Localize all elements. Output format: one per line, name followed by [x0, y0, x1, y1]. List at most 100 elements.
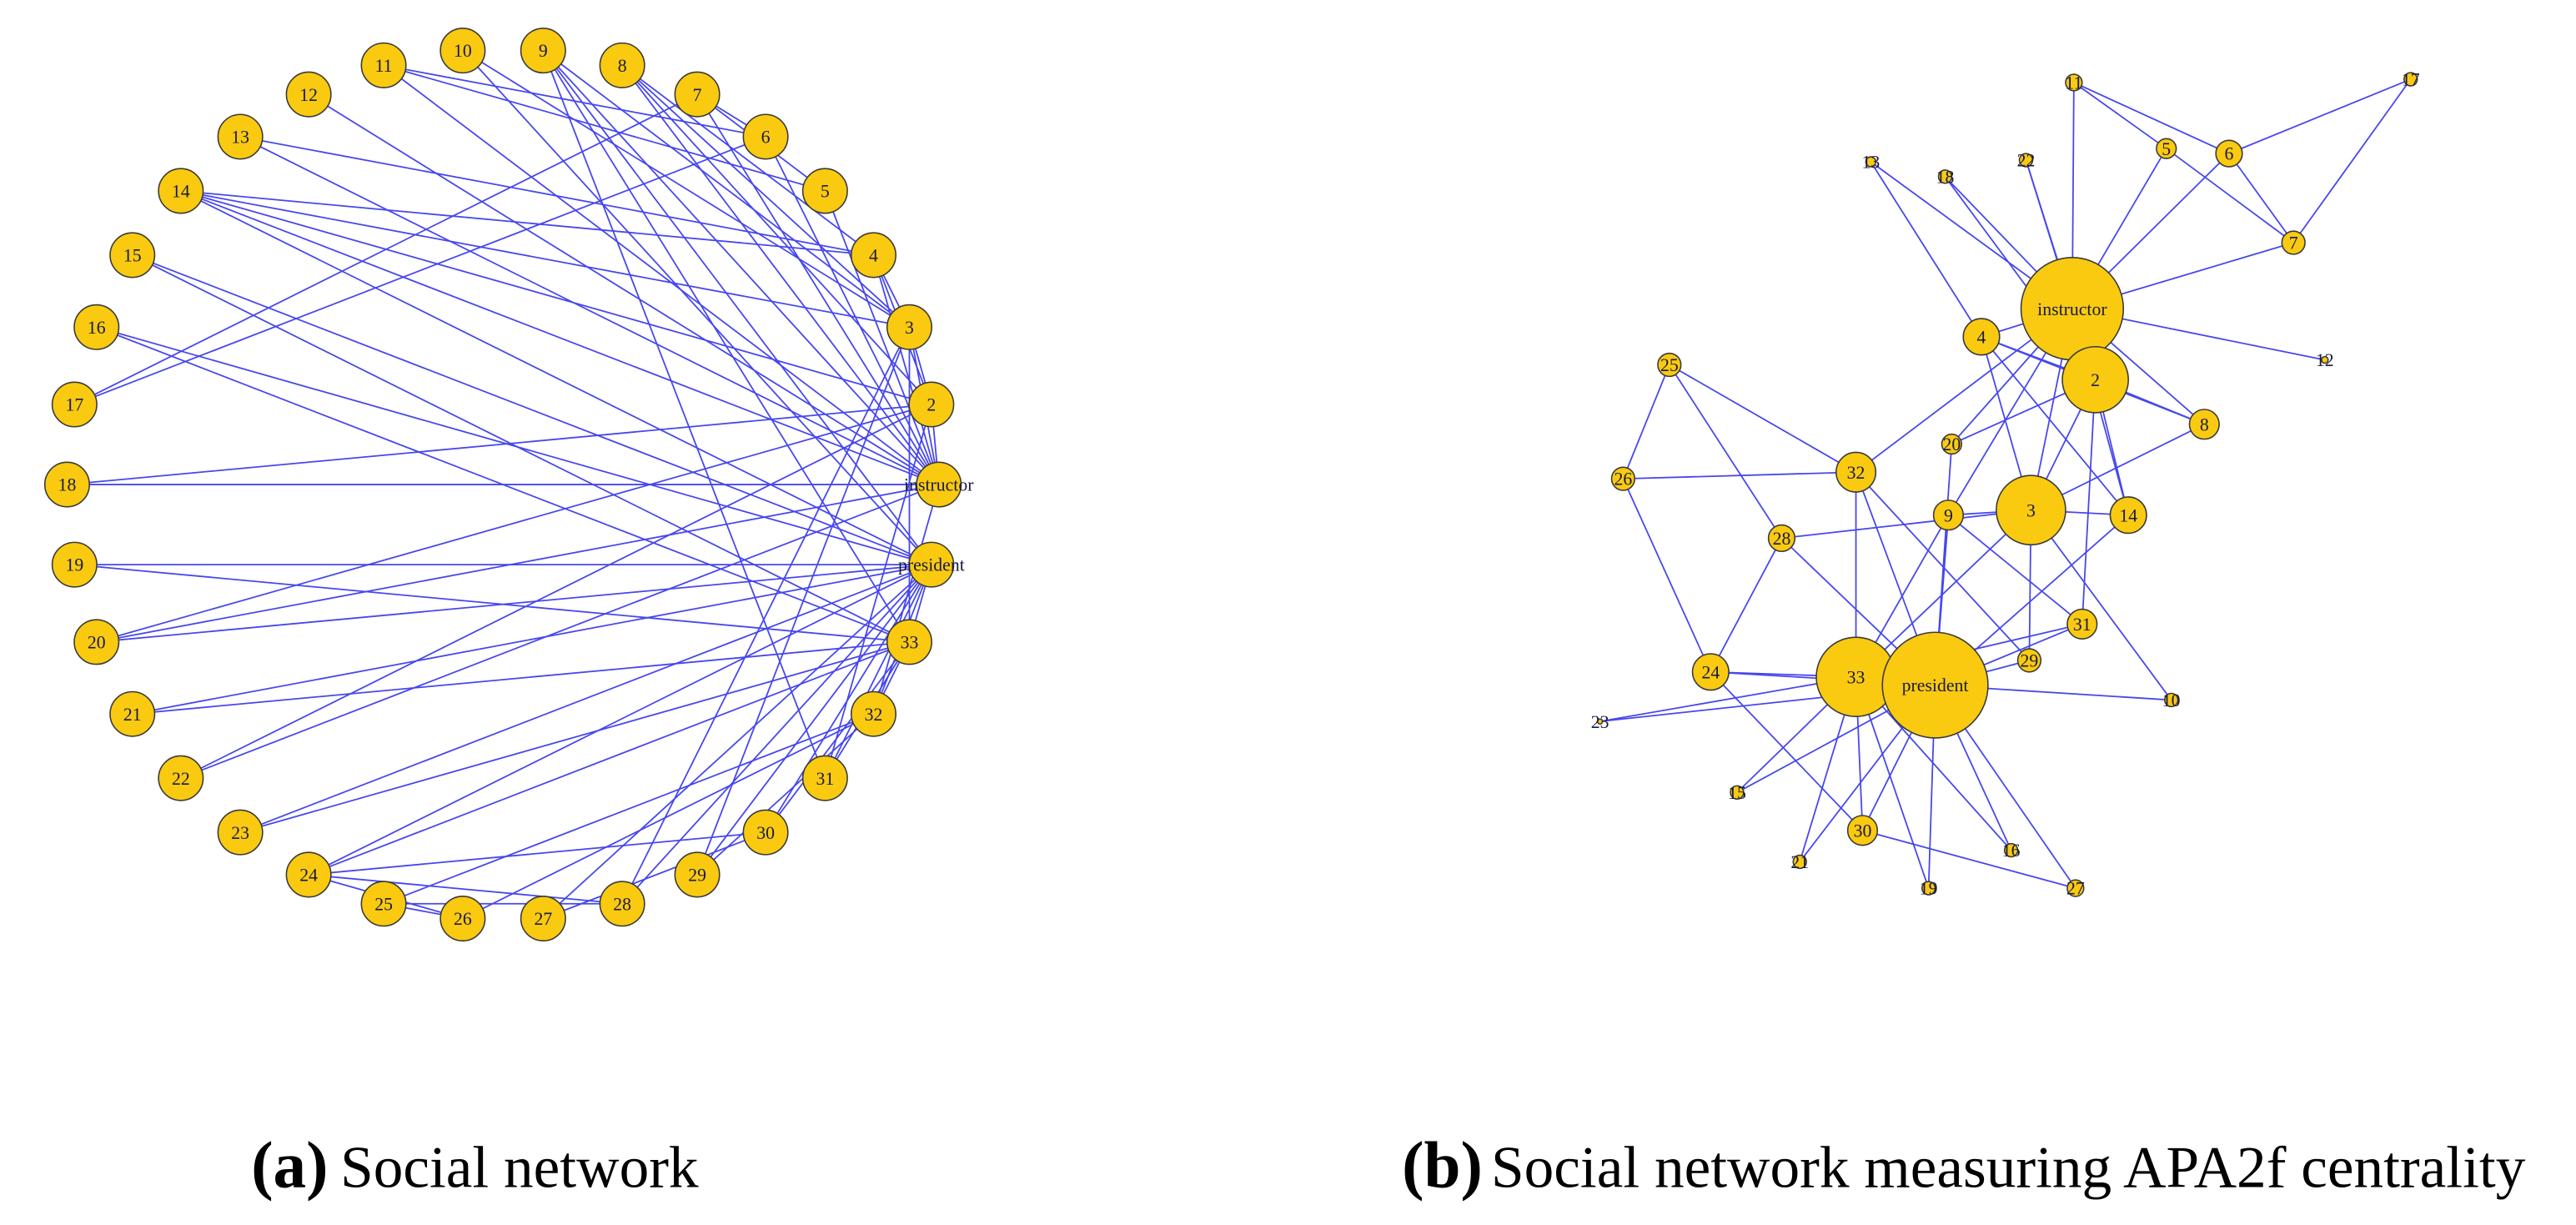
node-label-a-7: 7 [693, 85, 702, 105]
node-label-b-27: 27 [2066, 879, 2085, 899]
edge-a-2-20 [96, 404, 932, 643]
node-label-a-2: 2 [926, 395, 936, 415]
edge-a-instructor-4 [872, 254, 940, 485]
nodes-b [1596, 72, 2418, 897]
node-label-a-30: 30 [756, 823, 775, 843]
node-a-18 [43, 461, 90, 508]
node-b-6 [2215, 139, 2243, 168]
edge-b-3-33 [1855, 510, 2032, 678]
edge-b-4-14 [1981, 336, 2129, 516]
edge-a-instructor-11 [383, 64, 940, 485]
node-label-a-20: 20 [88, 632, 106, 652]
node-label-a-24: 24 [299, 866, 318, 886]
node-label-a-33: 33 [901, 632, 919, 652]
node-label-b-11: 11 [2065, 73, 2082, 93]
caption-b-label: (b) [1402, 1128, 1483, 1202]
node-label-a-26: 26 [454, 909, 472, 929]
node-a-6 [742, 113, 789, 160]
node-label-b-18: 18 [1936, 167, 1955, 187]
node-a-2 [908, 381, 955, 428]
node-label-a-8: 8 [618, 56, 627, 76]
edge-a-20-president [96, 564, 931, 643]
node-label-a-13: 13 [231, 128, 249, 148]
node-a-19 [51, 541, 98, 588]
edge-a-16-president [96, 326, 932, 565]
node-label-b-32: 32 [1847, 463, 1865, 483]
node-label-b-33: 33 [1847, 667, 1865, 687]
node-label-b-13: 13 [1861, 153, 1880, 173]
node-b-5 [2156, 138, 2177, 159]
edge-a-2-18 [67, 404, 931, 485]
node-b-president [1881, 631, 1989, 739]
edge-a-instructor-12 [308, 93, 940, 485]
node-b-14 [2109, 496, 2147, 535]
node-a-20 [73, 619, 120, 665]
edges-a [67, 49, 940, 920]
edge-a-23-33 [239, 641, 910, 834]
node-b-8 [2188, 409, 2220, 440]
node-b-24 [1691, 653, 1730, 691]
node-label-a-president: president [898, 555, 965, 575]
node-label-b-3: 3 [2026, 500, 2036, 520]
node-b-30 [1846, 815, 1879, 846]
node-b-32 [1835, 451, 1877, 493]
node-b-7 [2281, 230, 2306, 255]
node-label-a-21: 21 [123, 705, 142, 725]
node-label-a-15: 15 [123, 246, 142, 266]
node-label-a-5: 5 [821, 182, 830, 202]
node-a-14 [158, 168, 204, 214]
node-b-11 [2065, 73, 2083, 92]
node-label-a-22: 22 [172, 769, 190, 789]
node-label-a-16: 16 [88, 318, 106, 338]
node-b-16 [2003, 842, 2019, 858]
node-label-b-14: 14 [2119, 505, 2137, 525]
edge-b-23-33 [1599, 675, 1856, 723]
edge-a-2-22 [180, 404, 932, 779]
edge-a-15-president [132, 254, 932, 565]
node-label-b-8: 8 [2200, 414, 2209, 434]
node-a-25 [360, 881, 407, 927]
node-a-26 [439, 895, 486, 942]
node-a-24 [285, 851, 332, 898]
node-b-26 [1610, 466, 1636, 491]
node-label-a-25: 25 [374, 894, 393, 914]
edge-a-30-president [765, 564, 932, 833]
edge-a-29-president [696, 564, 932, 876]
node-a-30 [742, 809, 789, 856]
edge-a-24-30 [309, 831, 766, 876]
edge-b-24-28 [1710, 537, 1783, 673]
edge-a-3-8 [621, 64, 911, 328]
edge-a-3-14 [180, 190, 910, 329]
node-b-31 [2066, 608, 2098, 640]
node-label-b-12: 12 [2316, 350, 2334, 370]
node-label-b-17: 17 [2402, 70, 2420, 90]
caption-a-text: Social network [340, 1134, 699, 1200]
node-a-33 [886, 619, 933, 665]
node-b-13 [1865, 156, 1877, 168]
node-label-b-9: 9 [1944, 505, 1953, 525]
edge-a-2-8 [621, 64, 932, 405]
network-panel-a: instructor234567891011121314151617181920… [43, 28, 974, 942]
edge-a-24-president [308, 564, 932, 876]
node-b-25 [1657, 352, 1682, 378]
node-a-21 [109, 690, 156, 737]
edge-a-28-president [621, 564, 932, 905]
edge-a-2-14 [180, 190, 932, 405]
node-label-b-23: 23 [1591, 712, 1609, 732]
node-a-4 [850, 232, 897, 279]
node-a-10 [439, 28, 486, 74]
edge-a-9-president [542, 50, 932, 565]
edge-b-3-10 [2030, 510, 2172, 700]
node-a-7 [674, 71, 721, 118]
edge-a-instructor-22 [180, 484, 940, 780]
edge-b-6-11 [2073, 82, 2230, 154]
node-label-a-27: 27 [534, 909, 552, 929]
node-b-3 [1996, 474, 2066, 546]
node-b-15 [1730, 785, 1745, 801]
node-label-b-5: 5 [2162, 139, 2171, 159]
node-label-a-19: 19 [65, 555, 83, 575]
edge-a-24-28 [309, 874, 623, 905]
